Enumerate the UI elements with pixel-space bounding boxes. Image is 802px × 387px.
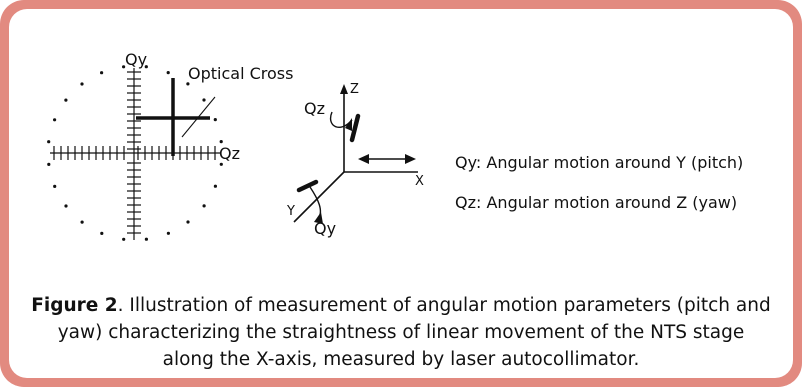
circle-dot: [219, 162, 223, 166]
circle-dot: [202, 98, 206, 102]
dotted-circle: [47, 65, 223, 241]
x-motion-arrow-right: [405, 154, 416, 164]
circle-dot: [47, 140, 51, 144]
legend-qz: Qz: Angular motion around Z (yaw): [455, 195, 737, 211]
figure-caption: Figure 2. Illustration of measurement of…: [30, 292, 772, 373]
circle-dot: [144, 237, 148, 241]
circle-dot: [64, 204, 68, 208]
z-axis-label: Z: [350, 82, 359, 97]
circle-dot: [100, 231, 104, 235]
circle-dot: [47, 162, 51, 166]
y-axis-line: [293, 171, 345, 223]
y-axis-label: Y: [287, 204, 295, 219]
caption-text: . Illustration of measurement of angular…: [57, 295, 771, 370]
z-axis-arrowhead: [340, 84, 348, 94]
caption-label: Figure 2: [31, 295, 118, 316]
circle-dot: [186, 220, 190, 224]
x-axis-label: X: [415, 174, 424, 189]
reticle-scale: [50, 68, 220, 240]
circle-dot: [213, 118, 217, 122]
qz-axis-label: Qz: [219, 144, 240, 163]
circle-dot: [186, 82, 190, 86]
circle-dot: [53, 184, 57, 188]
rotation-qz-label: Qz: [304, 99, 325, 118]
figure-panel: [9, 9, 793, 378]
legend-qz-symbol: Qz: [455, 193, 476, 212]
circle-dot: [122, 237, 126, 241]
circle-dot: [144, 65, 148, 69]
legend-qy-symbol: Qy: [455, 153, 476, 172]
rotation-arrow-qy: [296, 179, 323, 224]
legend-qy: Qy: Angular motion around Y (pitch): [455, 155, 743, 171]
circle-dot: [122, 65, 126, 69]
circle-dot: [219, 140, 223, 144]
rotation-arrow-qz: [329, 111, 361, 143]
circle-dot: [64, 98, 68, 102]
circle-dot: [202, 204, 206, 208]
circle-dot: [80, 220, 84, 224]
legend-qz-text: : Angular motion around Z (yaw): [476, 193, 738, 212]
rotation-qy-label: Qy: [314, 219, 337, 238]
x-motion-arrow-left: [358, 154, 369, 164]
circle-dot: [53, 118, 57, 122]
legend-qy-text: : Angular motion around Y (pitch): [475, 153, 744, 172]
optical-cross-leader-line: [181, 96, 216, 138]
circle-dot: [166, 71, 170, 75]
circle-dot: [80, 82, 84, 86]
qy-axis-label: Qy: [125, 50, 148, 69]
coordinate-axes: [293, 84, 418, 223]
circle-dot: [213, 184, 217, 188]
optical-cross-label: Optical Cross: [188, 64, 294, 83]
circle-dot: [100, 71, 104, 75]
circle-dot: [166, 231, 170, 235]
